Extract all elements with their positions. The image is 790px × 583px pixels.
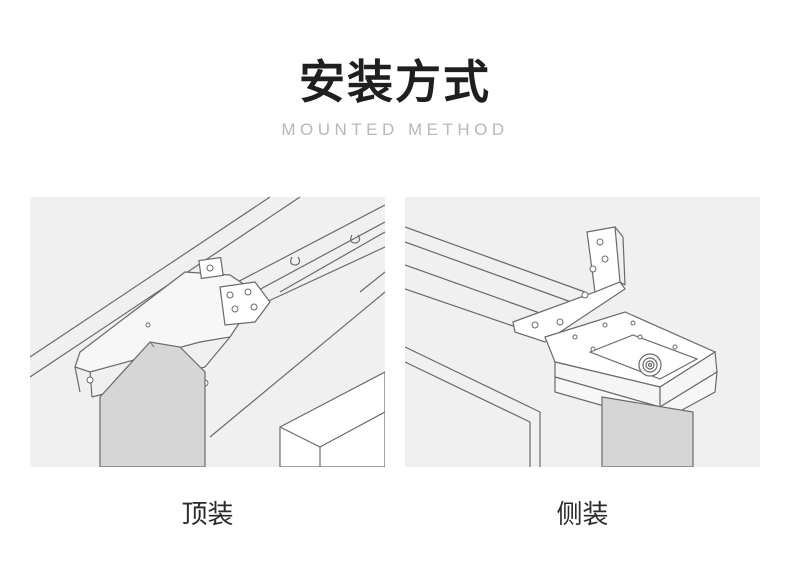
side-mount-illustration — [405, 197, 760, 467]
page-title: 安装方式 — [299, 55, 491, 109]
page-subtitle: MOUNTED METHOD — [281, 120, 509, 139]
top-mount-caption: 顶装 — [181, 500, 234, 530]
side-mount-caption: 侧装 — [556, 500, 609, 530]
top-mount-illustration — [30, 197, 385, 467]
